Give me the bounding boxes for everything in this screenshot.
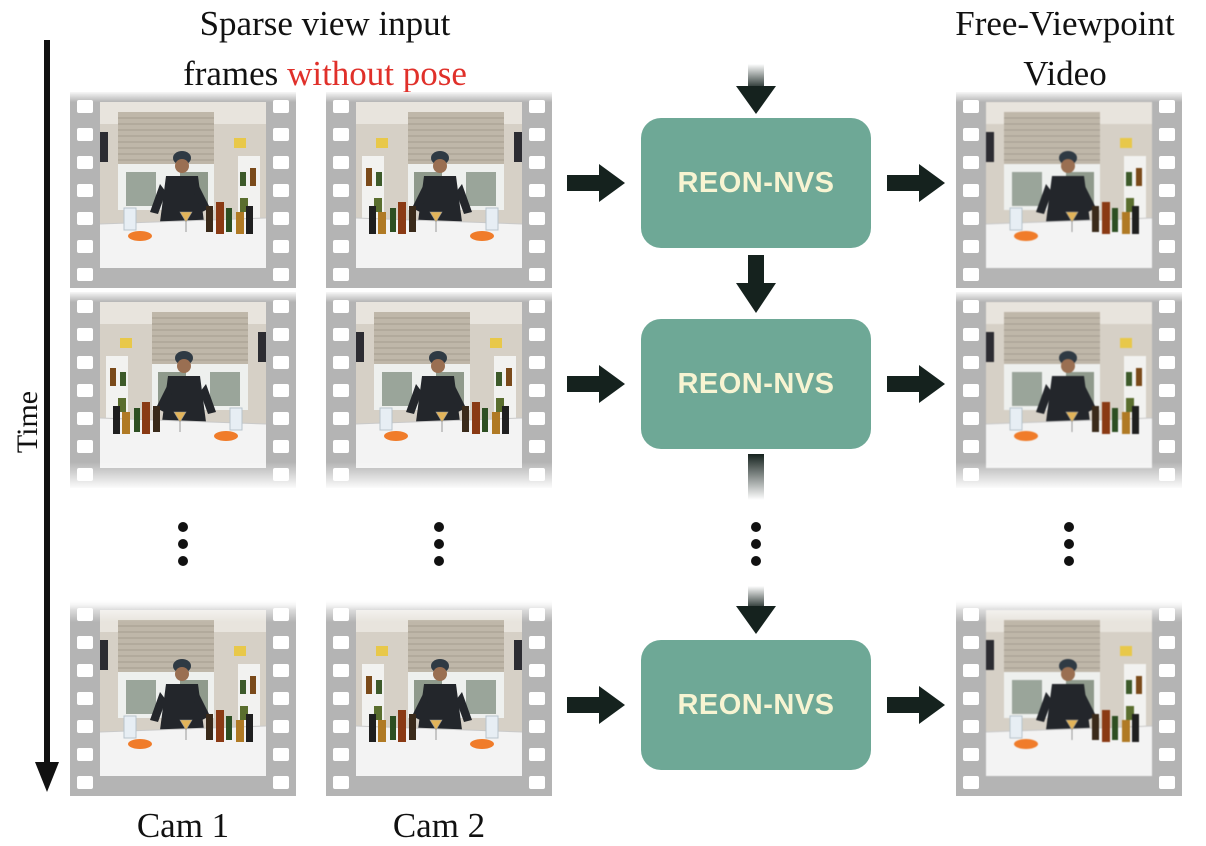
output-frame-n xyxy=(956,600,1182,796)
output-ellipsis-icon xyxy=(1063,522,1075,566)
output-frame-2 xyxy=(956,292,1182,488)
right-arrow-icon xyxy=(567,164,625,202)
cam1-frame-n xyxy=(70,600,296,796)
right-arrow-icon xyxy=(887,365,945,403)
down-arrow-icon xyxy=(736,255,776,313)
right-arrow-icon xyxy=(887,686,945,724)
right-arrow-icon xyxy=(567,686,625,724)
down-arrow-icon xyxy=(748,454,764,500)
output-title-line1: Free-Viewpoint xyxy=(955,4,1175,43)
output-frame-1 xyxy=(956,92,1182,288)
down-arrow-icon xyxy=(736,64,776,114)
without-pose-highlight: without pose xyxy=(287,54,467,93)
cam2-frame-1 xyxy=(326,92,552,288)
input-title-line1: Sparse view input xyxy=(199,4,451,43)
model-ellipsis-icon xyxy=(750,522,762,566)
cam2-label: Cam 2 xyxy=(392,806,486,845)
right-arrow-icon xyxy=(567,365,625,403)
cam1-frame-1 xyxy=(70,92,296,288)
cam1-label: Cam 1 xyxy=(136,806,230,845)
cam1-ellipsis-icon xyxy=(177,522,189,566)
reon-nvs-box-1: REON-NVS xyxy=(641,118,871,248)
reon-nvs-box-2: REON-NVS xyxy=(641,319,871,449)
cam2-frame-n xyxy=(326,600,552,796)
reon-nvs-box-3: REON-NVS xyxy=(641,640,871,770)
input-title: Sparse view input frames without pose xyxy=(130,4,520,94)
output-title-line2: Video xyxy=(1023,54,1107,93)
time-axis-arrow xyxy=(35,40,59,792)
right-arrow-icon xyxy=(887,164,945,202)
cam2-frame-2 xyxy=(326,292,552,488)
down-arrow-icon xyxy=(736,586,776,634)
time-axis-label: Time xyxy=(11,390,44,454)
cam2-ellipsis-icon xyxy=(433,522,445,566)
input-title-prefix: frames xyxy=(183,54,288,93)
cam1-frame-2 xyxy=(70,292,296,488)
output-title: Free-Viewpoint Video xyxy=(925,4,1205,94)
input-title-line2: frames without pose xyxy=(130,54,520,94)
